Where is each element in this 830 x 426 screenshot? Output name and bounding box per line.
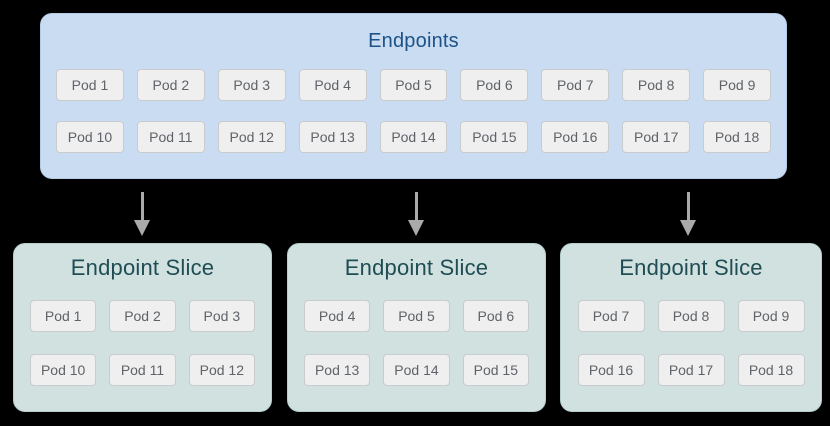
pod: Pod 13 [298, 121, 367, 153]
arrow-stem [140, 192, 144, 220]
pod: Pod 16 [541, 121, 610, 153]
slice-1-pod-row-1: Pod 1 Pod 2 Pod 3 [30, 300, 255, 332]
pod: Pod 4 [304, 300, 371, 332]
pod: Pod 17 [657, 354, 725, 386]
pod: Pod 10 [30, 354, 97, 386]
down-arrow-icon [680, 192, 696, 236]
pod: Pod 12 [217, 121, 286, 153]
pod: Pod 11 [109, 354, 176, 386]
pod: Pod 14 [379, 121, 448, 153]
pod: Pod 18 [737, 354, 805, 386]
pod: Pod 8 [657, 300, 725, 332]
endpoint-slice-title: Endpoint Slice [619, 255, 763, 280]
pod: Pod 10 [56, 121, 124, 153]
pod: Pod 9 [703, 69, 772, 101]
pod: Pod 16 [577, 354, 645, 386]
arrow-head [680, 220, 696, 236]
pod: Pod 3 [188, 300, 255, 332]
pod: Pod 12 [188, 354, 255, 386]
pod: Pod 1 [56, 69, 124, 101]
slice-3-pod-row-2: Pod 16 Pod 17 Pod 18 [577, 354, 805, 386]
arrow-head [134, 220, 150, 236]
arrow-head [408, 220, 424, 236]
pod: Pod 3 [217, 69, 286, 101]
endpoint-slice-title: Endpoint Slice [344, 255, 489, 280]
pod: Pod 5 [379, 69, 448, 101]
pod: Pod 15 [460, 121, 529, 153]
pod: Pod 11 [136, 121, 205, 153]
endpoints-box: Endpoints Pod 1 Pod 2 Pod 3 Pod 4 Pod 5 … [40, 13, 787, 179]
pod: Pod 14 [383, 354, 450, 386]
down-arrow-icon [134, 192, 150, 236]
slice-2-pod-row-1: Pod 4 Pod 5 Pod 6 [304, 300, 529, 332]
endpoints-title: Endpoints [368, 30, 459, 52]
endpoint-slice-box-3: Endpoint Slice Pod 7 Pod 8 Pod 9 Pod 16 … [560, 243, 822, 412]
endpoints-pod-row-1: Pod 1 Pod 2 Pod 3 Pod 4 Pod 5 Pod 6 Pod … [56, 69, 772, 101]
pod: Pod 13 [304, 354, 371, 386]
down-arrow-icon [408, 192, 424, 236]
pod: Pod 8 [622, 69, 691, 101]
pod: Pod 7 [541, 69, 610, 101]
endpoint-slice-box-1: Endpoint Slice Pod 1 Pod 2 Pod 3 Pod 10 … [13, 243, 272, 412]
pod: Pod 15 [462, 354, 529, 386]
slice-1-pod-row-2: Pod 10 Pod 11 Pod 12 [30, 354, 255, 386]
pod: Pod 1 [30, 300, 97, 332]
pod: Pod 9 [737, 300, 805, 332]
pod: Pod 7 [577, 300, 645, 332]
pod: Pod 2 [136, 69, 205, 101]
pod: Pod 2 [109, 300, 176, 332]
pod: Pod 5 [383, 300, 450, 332]
slice-3-pod-row-1: Pod 7 Pod 8 Pod 9 [577, 300, 805, 332]
pod: Pod 18 [703, 121, 772, 153]
pod: Pod 6 [462, 300, 529, 332]
slice-2-pod-row-2: Pod 13 Pod 14 Pod 15 [304, 354, 529, 386]
endpoints-pod-row-2: Pod 10 Pod 11 Pod 12 Pod 13 Pod 14 Pod 1… [56, 121, 772, 153]
endpoint-slice-box-2: Endpoint Slice Pod 4 Pod 5 Pod 6 Pod 13 … [287, 243, 546, 412]
pod: Pod 6 [460, 69, 529, 101]
pod: Pod 17 [622, 121, 691, 153]
pod: Pod 4 [298, 69, 367, 101]
arrow-stem [686, 192, 690, 220]
arrow-stem [414, 192, 418, 220]
endpoint-slice-title: Endpoint Slice [70, 255, 215, 280]
